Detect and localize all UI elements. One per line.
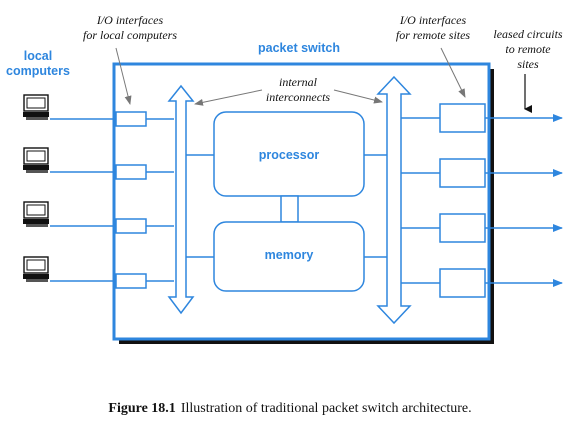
remote-io-interface-3 [439, 213, 486, 243]
internal-label-2: interconnects [266, 90, 331, 104]
left-interconnect-bus [167, 84, 195, 315]
io-local-label-1: I/O interfaces [96, 13, 164, 27]
packet-switch-label: packet switch [258, 41, 340, 55]
io-local-label-2: for local computers [83, 28, 177, 42]
local-computers-label-2: computers [6, 64, 70, 78]
local-io-interface-3 [115, 218, 147, 234]
processor-label: processor [259, 148, 320, 162]
internal-label-1: internal [279, 75, 318, 89]
local-io-interface-4 [115, 273, 147, 289]
local-io-interface-2 [115, 164, 147, 180]
remote-io-interface-2 [439, 158, 486, 188]
local-links [50, 118, 116, 282]
io-remote-label-2: for remote sites [396, 28, 471, 42]
figure-number: Figure 18.1 [108, 401, 176, 416]
local-computer-icon-3 [22, 201, 50, 228]
figure-caption-text: Illustration of traditional packet switc… [180, 401, 472, 416]
right-interconnect-bus [376, 75, 412, 325]
local-io-interface-1 [115, 111, 147, 127]
internal-left-pointer [194, 89, 263, 106]
internal-right-pointer [333, 89, 383, 104]
leased-label-1: leased circuits [493, 27, 563, 41]
io-remote-pointer [440, 47, 466, 98]
leased-label-3: sites [517, 57, 539, 71]
leased-label-2: to remote [505, 42, 551, 56]
remote-io-interface-4 [439, 268, 486, 298]
remote-io-interface-1 [439, 103, 486, 133]
processor-memory-link [280, 195, 299, 223]
memory-box [213, 221, 365, 292]
io-local-pointer [115, 47, 132, 105]
local-computer-icon-1 [22, 94, 50, 121]
figure-caption: Figure 18.1 Illustration of traditional p… [0, 401, 580, 417]
leased-circuits [485, 114, 563, 287]
local-computers-label-1: local [24, 49, 53, 63]
io-remote-label-1: I/O interfaces [399, 13, 467, 27]
local-computer-icon-2 [22, 147, 50, 174]
local-computer-icon-4 [22, 256, 50, 283]
memory-label: memory [265, 248, 314, 262]
